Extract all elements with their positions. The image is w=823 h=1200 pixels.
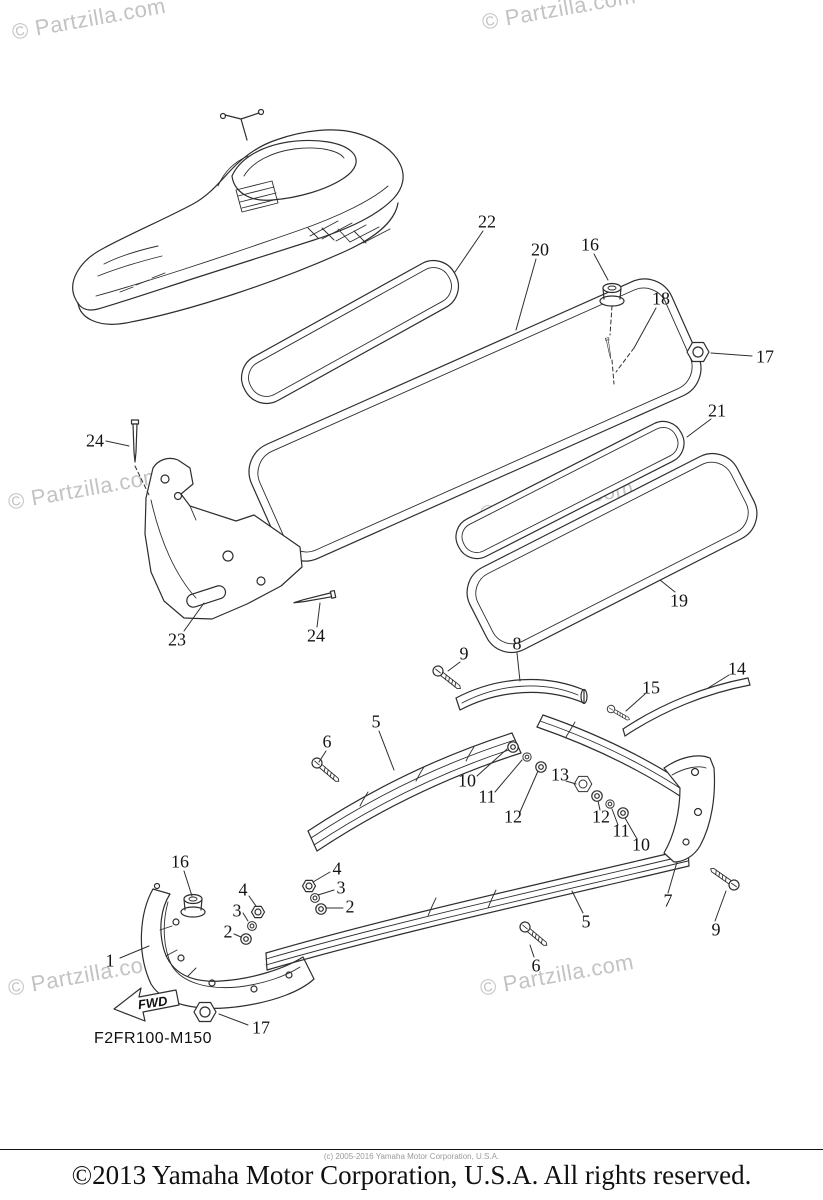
mat-19 [466,452,758,654]
mat-21 [455,420,685,560]
footer-divider [0,1149,823,1150]
pin-24-left [130,419,140,463]
washer-10-left [507,741,519,753]
gunwale-1 [140,882,315,1009]
nut-17-top [686,341,710,363]
washer-10-right [617,807,629,819]
screw-6-left [309,755,343,786]
washer-2-left [240,933,252,945]
diagram-code: F2FR100-M150 [94,1030,213,1047]
fwd-arrow: FWD [113,987,180,1022]
rail-5-left [307,732,522,852]
trim-strip-14 [622,677,751,737]
bracket-7 [663,755,716,863]
washer-11-left [522,752,532,762]
nut-4-left [250,905,266,919]
washer-11-right [605,799,615,809]
nut-17-bottom [193,1001,217,1023]
screw-9-right [707,863,742,893]
rail-5-middle [536,714,690,799]
callout-leader-lines [105,230,753,1026]
screw-6-bottom [517,919,551,950]
screw-9-top [430,663,465,694]
assembly-dashed-lines [134,305,635,498]
grommet-16-bottom [180,893,206,918]
jetski-illustration [72,108,404,325]
bracket-23 [144,457,303,620]
footer-small-copyright: (c) 2005-2016 Yamaha Motor Corporation, … [323,1152,500,1161]
nut-13 [573,775,593,793]
screw-15 [605,703,632,724]
washer-12-right [591,790,603,802]
mat-22 [240,259,460,405]
mat-20 [248,278,702,562]
washer-12-left [535,761,547,773]
fwd-label: FWD [137,993,169,1012]
pin-24-lower [292,589,337,607]
end-cap-8 [455,678,588,711]
rail-5-bottom [265,848,690,971]
washer-3-left [247,921,257,931]
washer-2-right [315,903,327,915]
footer-copyright: ©2013 Yamaha Motor Corporation, U.S.A. A… [71,1160,752,1190]
